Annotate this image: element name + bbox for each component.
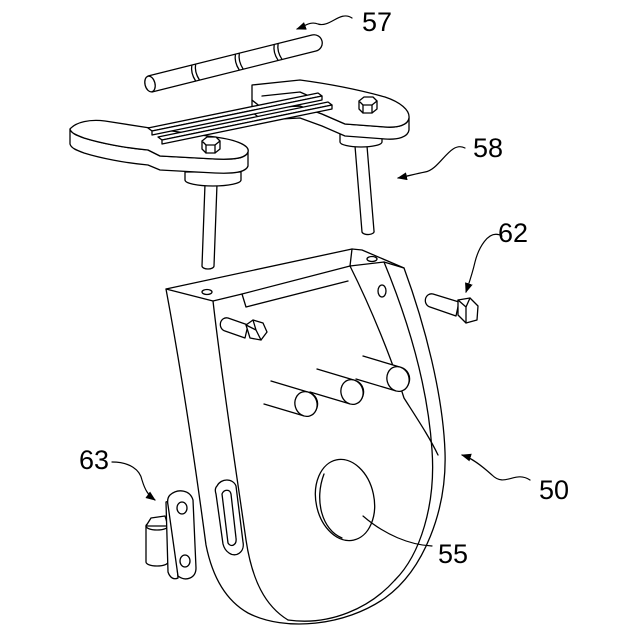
clip-knuckle — [146, 526, 168, 566]
label-body: 50 — [539, 475, 569, 505]
clip-hole-lower — [180, 555, 190, 567]
top-left-hole — [202, 290, 212, 295]
right-post — [355, 146, 374, 235]
label-bracket: 58 — [473, 133, 503, 163]
bolt-shaft — [425, 294, 459, 316]
leader-arrow-50 — [462, 455, 530, 480]
bracket-part — [70, 80, 409, 269]
clip-tab — [146, 516, 168, 526]
left-post — [202, 184, 217, 269]
top-right-hole — [367, 257, 377, 262]
label-hole: 55 — [438, 539, 468, 569]
clip-part — [146, 491, 196, 579]
leader-arrow-63 — [112, 462, 155, 500]
label-pin: 57 — [362, 7, 392, 37]
side-hole — [378, 285, 386, 297]
leader-arrow-58 — [398, 147, 465, 178]
left-bolt-head — [202, 137, 220, 153]
clip-hole-upper — [177, 502, 187, 514]
right-bolt-head — [359, 97, 377, 113]
body-outline — [166, 249, 445, 624]
body-part — [166, 249, 445, 624]
leader-arrow-57 — [297, 16, 352, 29]
label-clip: 63 — [79, 445, 109, 475]
leader-arrow-62 — [466, 234, 502, 292]
label-bolt: 62 — [498, 218, 528, 248]
bolt-part — [425, 294, 478, 323]
left-collar — [185, 172, 241, 186]
